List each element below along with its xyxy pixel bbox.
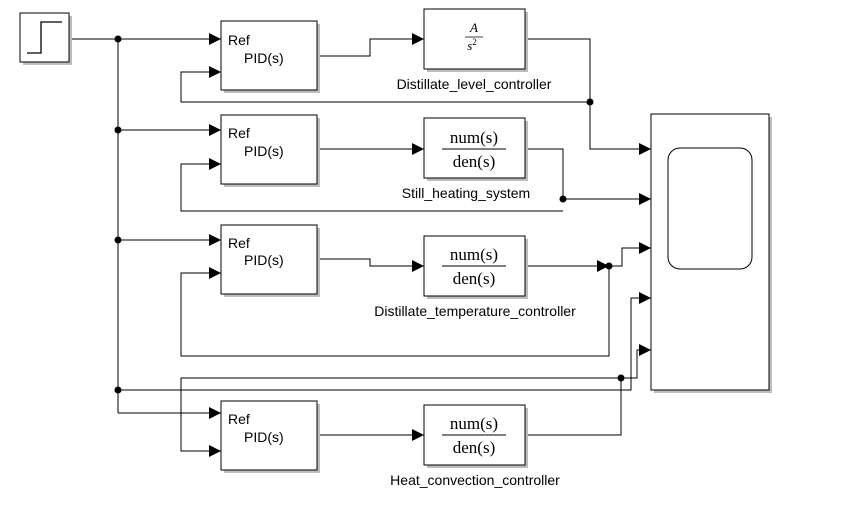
junction-dot (605, 262, 613, 270)
pid-controller-3[interactable]: Ref PID(s) (220, 224, 320, 297)
feedback-to-scope[interactable] (621, 344, 651, 379)
junction-dot (559, 195, 567, 203)
junction-dot (114, 386, 122, 394)
plant-block-2[interactable]: num(s) den(s) (423, 117, 528, 181)
scope-block[interactable] (650, 113, 772, 393)
signal-lines (72, 33, 651, 457)
pid-controller-1[interactable]: Ref PID(s) (220, 20, 320, 93)
plant-2-caption: Still_heating_system (402, 185, 530, 201)
tf-denominator: den(s) (453, 269, 495, 288)
step-icon (27, 21, 62, 54)
tf-numerator: num(s) (450, 128, 498, 147)
plant-4-caption: Heat_convection_controller (390, 472, 560, 488)
tf-numerator: A (469, 20, 478, 35)
junction-dot (114, 126, 122, 134)
junction-dot (114, 35, 122, 43)
tf-numerator: num(s) (450, 245, 498, 264)
plant-1-caption: Distillate_level_controller (397, 76, 552, 92)
plant1-output[interactable] (525, 38, 651, 155)
plant2-output[interactable] (525, 148, 651, 205)
junction-dot (617, 374, 625, 382)
pid3-to-plant3[interactable] (317, 258, 424, 272)
loop2-feedback[interactable] (180, 158, 563, 212)
step-source-block[interactable] (19, 12, 72, 65)
pid-ref-port-label: Ref (228, 32, 250, 48)
pid1-to-plant1[interactable] (317, 33, 424, 57)
tf-denominator: s2 (467, 37, 477, 53)
pid-controller-4[interactable]: Ref PID(s) (220, 400, 320, 473)
pid-ref-port-label: Ref (228, 125, 250, 141)
tf-exponent: 2 (472, 37, 477, 47)
pid-function-label: PID(s) (244, 429, 284, 445)
junction-dot (114, 236, 122, 244)
pid-function-label: PID(s) (244, 143, 284, 159)
pid-function-label: PID(s) (244, 50, 284, 66)
pid-ref-port-label: Ref (228, 235, 250, 251)
plant3-to-scope[interactable] (609, 242, 651, 267)
pid-function-label: PID(s) (244, 252, 284, 268)
tf-denominator: den(s) (453, 438, 495, 457)
junction-dot (586, 98, 594, 106)
tf-numerator: num(s) (450, 414, 498, 433)
plant-block-1[interactable]: A s2 (423, 8, 528, 72)
loop1-feedback[interactable] (180, 66, 590, 103)
pid-ref-port-label: Ref (228, 411, 250, 427)
plant-3-caption: Distillate_temperature_controller (374, 303, 576, 319)
plant4-output[interactable] (525, 378, 622, 436)
plant-block-4[interactable]: num(s) den(s) (423, 404, 528, 468)
plant-block-3[interactable]: num(s) den(s) (423, 235, 528, 299)
tf-denominator: den(s) (453, 152, 495, 171)
loop4-feedback[interactable] (180, 377, 621, 457)
scope-screen-icon (667, 147, 753, 270)
crossover-to-scope[interactable] (621, 292, 651, 391)
pid-controller-2[interactable]: Ref PID(s) (220, 114, 320, 187)
loop3-feedback[interactable] (180, 266, 610, 357)
